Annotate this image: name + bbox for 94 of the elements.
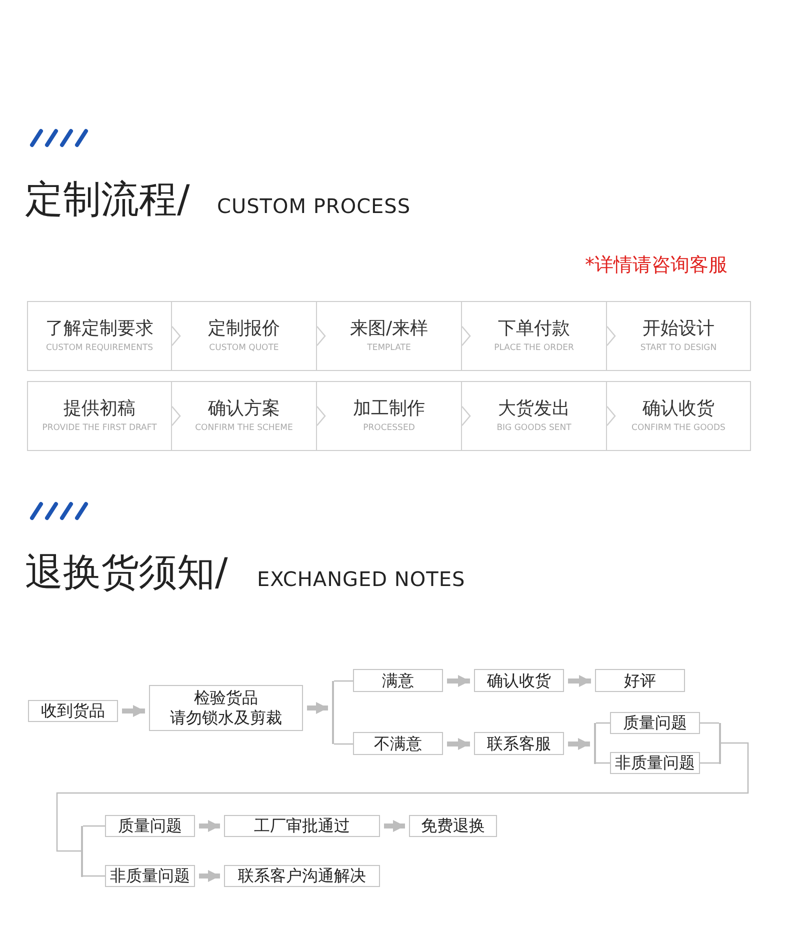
box-text: 质量问题 bbox=[623, 713, 687, 733]
process-step bbox=[462, 381, 607, 451]
section-heading: EXCHANGED NOTES bbox=[257, 569, 466, 589]
box-text: 满意 bbox=[382, 670, 414, 690]
box-text: 联系客户沟通解决 bbox=[238, 866, 366, 886]
box-text: 不满意 bbox=[374, 734, 422, 754]
bracket-line bbox=[719, 723, 721, 764]
bracket-line bbox=[332, 681, 334, 744]
bracket-line bbox=[81, 826, 83, 877]
bracket-line bbox=[594, 723, 596, 764]
arrow bbox=[122, 705, 145, 717]
flow-box bbox=[610, 752, 700, 774]
chevron-divider bbox=[606, 326, 616, 346]
step-subtitle: PLACE THE ORDER bbox=[494, 344, 574, 352]
arrow bbox=[447, 738, 470, 750]
arrow bbox=[384, 820, 405, 832]
branch-connector bbox=[700, 722, 719, 724]
box-text: 非质量问题 bbox=[615, 753, 695, 773]
step-subtitle: TEMPLATE bbox=[367, 344, 411, 352]
process-step bbox=[462, 301, 607, 371]
branch-connector bbox=[596, 722, 610, 724]
box-text: 好评 bbox=[624, 670, 656, 690]
step-title: 提供初稿 bbox=[64, 400, 136, 418]
branch-connector bbox=[334, 743, 353, 745]
chevron-divider bbox=[171, 326, 181, 346]
flow-box bbox=[474, 669, 564, 692]
box-text: 收到货品 bbox=[41, 701, 105, 721]
step-subtitle: CONFIRM THE SCHEME bbox=[195, 424, 293, 432]
chevron-divider bbox=[606, 406, 616, 426]
arrow bbox=[568, 675, 591, 687]
flow-box bbox=[353, 732, 443, 755]
process-step bbox=[607, 301, 751, 371]
process-step bbox=[27, 301, 172, 371]
process-step bbox=[172, 301, 317, 371]
branch-connector bbox=[83, 875, 105, 877]
flow-box bbox=[595, 669, 685, 692]
flow-box bbox=[474, 732, 564, 755]
process-step bbox=[172, 381, 317, 451]
chevron-divider bbox=[461, 406, 471, 426]
step-title: 大货发出 bbox=[498, 400, 570, 418]
process-step bbox=[317, 381, 462, 451]
branch-connector bbox=[83, 825, 105, 827]
box-text: 联系客服 bbox=[487, 734, 551, 754]
step-title: 确认方案 bbox=[208, 400, 280, 418]
box-text: 确认收货 bbox=[487, 670, 551, 690]
step-subtitle: START TO DESIGN bbox=[640, 344, 717, 352]
step-title: 定制报价 bbox=[208, 320, 280, 338]
branch-connector bbox=[596, 762, 610, 764]
arrow bbox=[307, 702, 328, 714]
step-title: 加工制作 bbox=[353, 400, 425, 418]
flow-box bbox=[105, 815, 195, 837]
process-step bbox=[607, 381, 751, 451]
step-subtitle: PROCESSED bbox=[363, 424, 415, 432]
step-subtitle: CUSTOM REQUIREMENTS bbox=[46, 344, 154, 352]
arrow bbox=[199, 820, 220, 832]
chevron-divider bbox=[171, 406, 181, 426]
flow-box bbox=[28, 700, 118, 722]
box-text: 检验货品 bbox=[194, 688, 258, 708]
flow-box bbox=[224, 865, 380, 887]
branch-connector bbox=[700, 762, 719, 764]
chevron-divider bbox=[316, 326, 326, 346]
branch-connector bbox=[56, 742, 749, 852]
box-text: 非质量问题 bbox=[110, 866, 190, 886]
flow-box bbox=[149, 685, 303, 731]
box-text: 免费退换 bbox=[421, 816, 485, 836]
section-heading: CUSTOM PROCESS bbox=[217, 196, 411, 216]
arrow bbox=[447, 675, 470, 687]
step-subtitle: PROVIDE THE FIRST DRAFT bbox=[42, 424, 157, 432]
flow-box bbox=[353, 669, 443, 692]
step-title: 下单付款 bbox=[498, 320, 570, 338]
box-text: 质量问题 bbox=[118, 816, 182, 836]
chevron-divider bbox=[461, 326, 471, 346]
chevron-divider bbox=[316, 406, 326, 426]
process-step bbox=[317, 301, 462, 371]
section-heading: 退换货须知/ bbox=[25, 553, 228, 591]
branch-connector bbox=[334, 680, 353, 682]
flow-box bbox=[224, 815, 380, 837]
step-title: 确认收货 bbox=[642, 400, 714, 418]
flow-box bbox=[105, 865, 195, 887]
arrow bbox=[568, 738, 590, 750]
process-step bbox=[27, 381, 172, 451]
flow-box bbox=[610, 712, 700, 734]
box-text: 工厂审批通过 bbox=[254, 816, 350, 836]
section-heading: 定制流程/ bbox=[25, 180, 190, 218]
step-title: 来图/来样 bbox=[350, 320, 428, 338]
step-title: 了解定制要求 bbox=[46, 320, 154, 338]
note-text: *详情请咨询客服 bbox=[585, 256, 728, 275]
box-text: 请勿锁水及剪裁 bbox=[170, 708, 282, 728]
step-subtitle: CUSTOM QUOTE bbox=[209, 344, 279, 352]
step-subtitle: BIG GOODS SENT bbox=[496, 424, 572, 432]
step-title: 开始设计 bbox=[642, 320, 714, 338]
arrow bbox=[199, 870, 220, 882]
step-subtitle: CONFIRM THE GOODS bbox=[632, 424, 726, 432]
flow-box bbox=[409, 815, 497, 837]
